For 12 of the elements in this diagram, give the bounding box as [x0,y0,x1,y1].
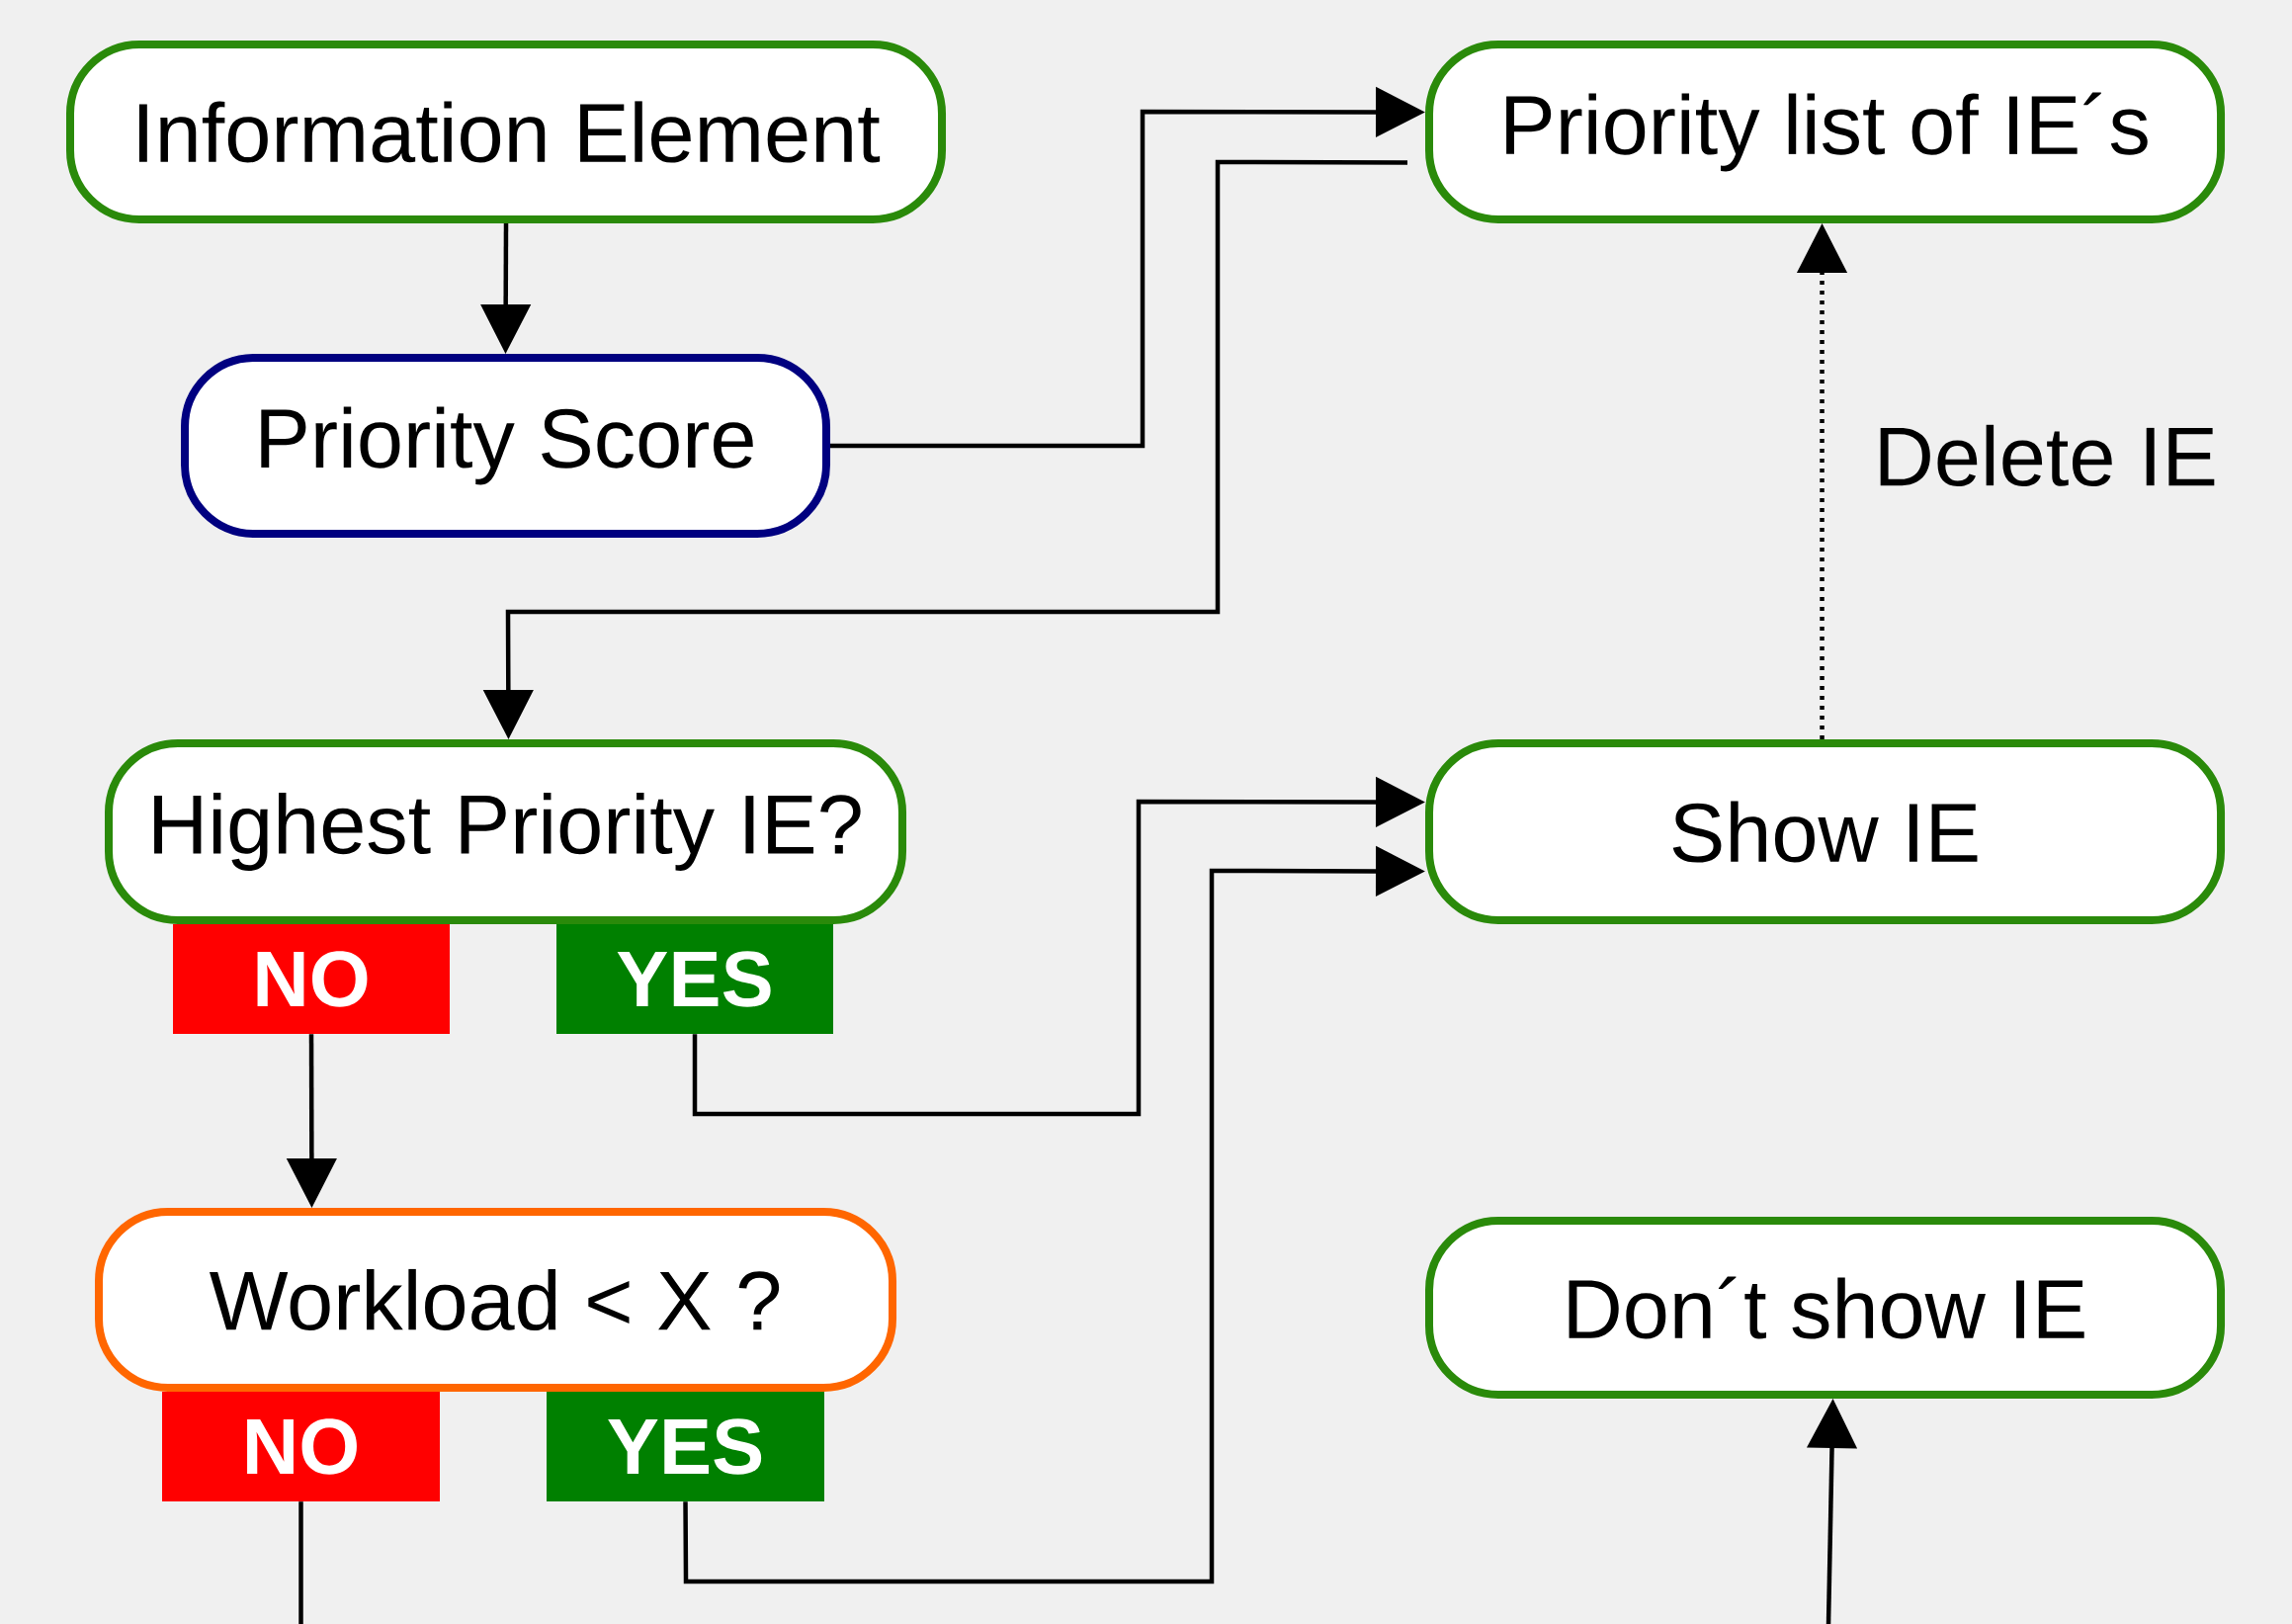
process-box: Priority Score [181,354,830,538]
process-box: Highest Priority IE? [105,739,906,924]
process-box: Priority list of IE´s [1425,41,2226,223]
process-box: Information Element [66,41,946,223]
process-box: Workload < X ? [95,1208,896,1392]
edge-label: Delete IE [1880,424,2215,486]
process-box: Show IE [1425,739,2226,924]
answer-tag: NO [173,924,450,1034]
answer-tag: YES [556,924,833,1034]
process-box: Don´t show IE [1425,1217,2226,1399]
answer-tag: YES [547,1392,824,1501]
answer-tag: NO [162,1392,440,1501]
